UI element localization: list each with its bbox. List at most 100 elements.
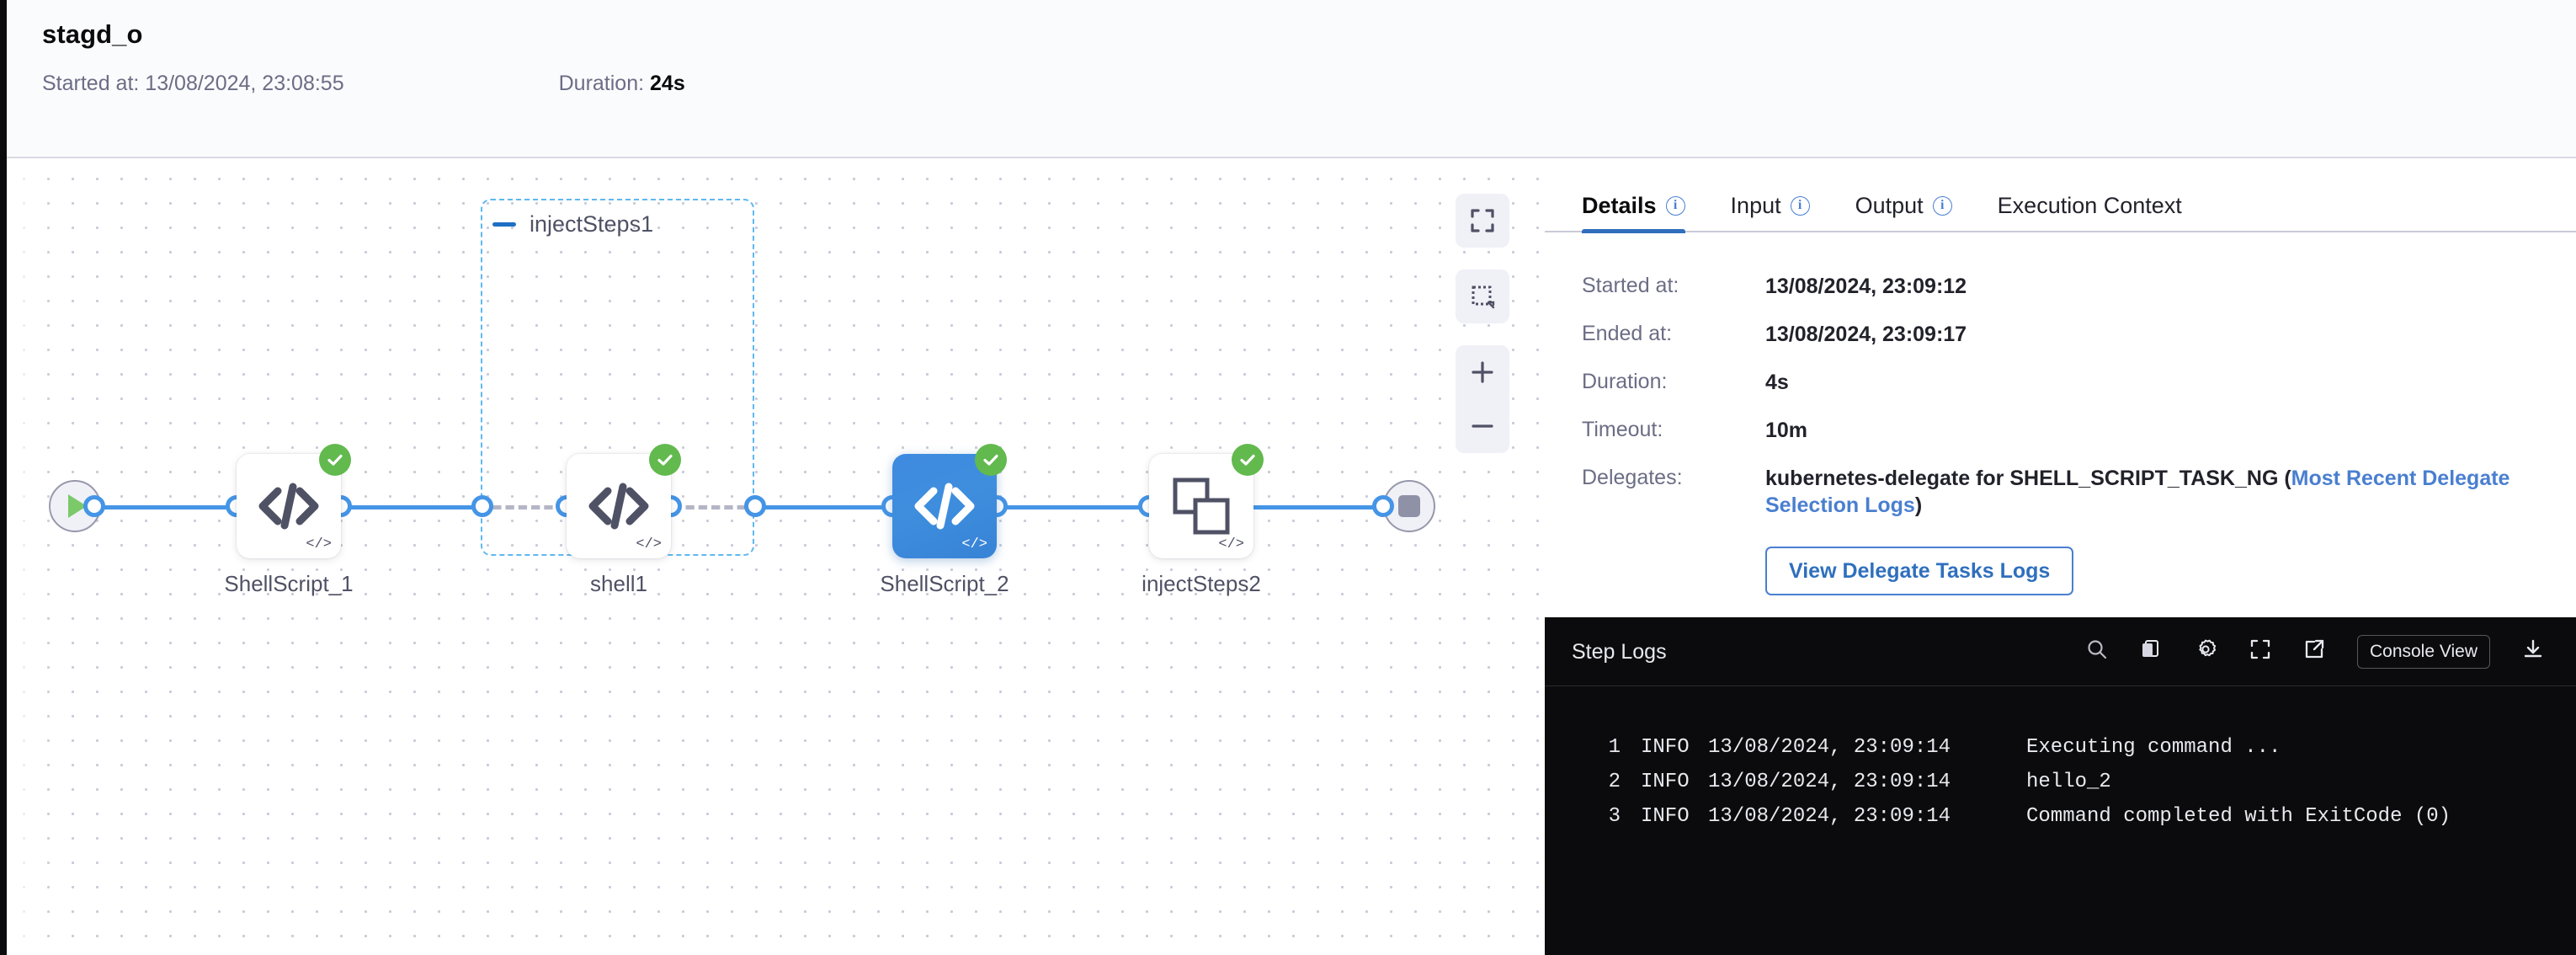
tab-label: Details [1582,193,1657,218]
zoom-in-button[interactable] [1456,345,1509,399]
plus-icon [1472,361,1493,383]
delegate-selection-logs-link[interactable]: Most Recent Delegate Selection Logs [1765,467,2510,517]
pipeline-canvas[interactable]: injectSteps1 [0,158,1545,955]
play-icon [67,494,87,518]
node-label: shell1 [590,571,647,596]
edge-shellscript2-to-injectsteps2 [998,505,1151,510]
detail-value: 13/08/2024, 23:09:17 [1765,323,1967,346]
started-at-text: Started at: 13/08/2024, 23:08:55 [42,72,344,95]
port-start-out [83,495,105,517]
log-message: Command completed with ExitCode (0) [2026,805,2451,828]
view-delegate-tasks-logs-button[interactable]: View Delegate Tasks Logs [1765,547,2074,595]
node-label: ShellScript_2 [880,571,1009,596]
duration-label: Duration: [558,72,651,95]
detail-label: Timeout: [1582,418,1663,441]
content-body: injectSteps1 [0,158,2576,955]
collapse-toggle-icon[interactable] [492,221,516,227]
log-message: Executing command ... [2026,736,2281,759]
fit-screen-icon [1471,209,1494,232]
log-line: 2 INFO 13/08/2024, 23:09:14 hello_2 [1545,765,2576,799]
tab-details[interactable]: Details i [1582,157,1685,233]
zoom-out-button[interactable] [1456,399,1509,453]
copy-icon[interactable] [2140,638,2162,664]
detail-value: 4s [1765,371,1789,394]
node-label: ShellScript_1 [224,571,354,596]
step-logs-actions: Console View [2086,634,2544,669]
node-card[interactable]: </> [237,444,351,558]
status-success-icon [649,444,681,476]
port-group-in [471,495,493,517]
step-logs-title: Step Logs [1572,639,1667,664]
minus-icon [1472,424,1493,428]
step-logs-toolbar: Step Logs [1545,617,2576,686]
download-icon[interactable] [2522,638,2544,664]
code-corner-icon: </> [636,536,662,552]
detail-value: 10m [1765,419,1808,442]
status-success-icon [1232,444,1264,476]
port-end-in [1372,495,1394,517]
page-title: stagd_o [42,19,143,49]
detail-value: 13/08/2024, 23:09:12 [1765,275,1967,298]
node-card[interactable]: </> [892,444,1007,558]
log-timestamp: 13/08/2024, 23:09:14 [1708,736,1951,759]
edge-injectsteps2-to-end [1237,505,1391,510]
details-content: Started at: 13/08/2024, 23:09:12 Ended a… [1545,232,2576,595]
tab-input[interactable]: Input i [1731,157,1810,232]
duration-value: 24s [650,72,685,95]
zoom-controls [1456,345,1509,453]
log-timestamp: 13/08/2024, 23:09:14 [1708,771,1951,793]
step-group-header[interactable]: injectSteps1 [492,211,653,237]
node-card[interactable]: </> [567,444,681,558]
code-icon [586,480,652,532]
node-label: injectSteps2 [1142,571,1261,596]
info-icon[interactable]: i [1932,195,1952,216]
log-level: INFO [1641,805,1690,828]
log-level: INFO [1641,771,1690,793]
selection-marquee-button[interactable] [1456,269,1509,323]
canvas-left-fade [0,158,52,955]
detail-row-started-at: Started at: 13/08/2024, 23:09:12 [1582,273,2539,300]
edge-start-to-shellscript1 [84,505,237,510]
detail-row-delegates: Delegates: kubernetes-delegate for SHELL… [1582,465,2539,519]
delegate-text-suffix: ) [1914,494,1923,517]
tab-output[interactable]: Output i [1855,157,1952,232]
log-timestamp: 13/08/2024, 23:09:14 [1708,805,1951,828]
info-icon[interactable]: i [1665,195,1685,216]
gear-icon[interactable] [2194,638,2217,665]
log-line-number: 2 [1608,771,1621,793]
code-corner-icon: </> [961,536,987,552]
step-group-label: injectSteps1 [530,211,654,237]
log-message: hello_2 [2026,771,2111,793]
tab-label: Execution Context [1997,193,2182,218]
console-view-button[interactable]: Console View [2356,634,2490,669]
tab-execution-context[interactable]: Execution Context [1998,157,2182,232]
canvas-controls [1456,194,1509,453]
external-link-icon[interactable] [2303,638,2325,664]
execution-header: stagd_o Started at: 13/08/2024, 23:08:55… [0,0,2576,158]
dashed-square-icon [1472,285,1495,309]
status-success-icon [319,444,351,476]
detail-row-duration: Duration: 4s [1582,369,2539,396]
fit-to-screen-button[interactable] [1456,194,1509,248]
info-icon[interactable]: i [1790,195,1810,216]
edge-shellscript1-to-group [340,505,493,510]
detail-label: Started at: [1582,274,1679,297]
node-shellscript-2[interactable]: </> ShellScript_2 [880,444,1009,596]
detail-label: Duration: [1582,370,1668,393]
header-meta: Started at: 13/08/2024, 23:08:55 Duratio… [42,71,2576,96]
expand-icon[interactable] [2249,638,2271,664]
detail-label: Delegates: [1582,466,1683,489]
log-line-number: 1 [1608,736,1621,759]
search-icon[interactable] [2086,638,2108,664]
node-injectsteps2[interactable]: </> injectSteps2 [1142,444,1264,596]
node-card[interactable]: </> [1149,444,1264,558]
node-shell1[interactable]: </> shell1 [567,444,681,596]
node-shellscript-1[interactable]: </> ShellScript_1 [224,444,354,596]
delegate-text: kubernetes-delegate for SHELL_SCRIPT_TAS… [1765,467,2291,490]
step-logs-body[interactable]: 1 INFO 13/08/2024, 23:09:14 Executing co… [1545,686,2576,955]
status-success-icon [975,444,1007,476]
code-corner-icon: </> [306,536,332,552]
left-edge-rail [0,0,7,955]
detail-value: kubernetes-delegate for SHELL_SCRIPT_TAS… [1765,465,2539,519]
